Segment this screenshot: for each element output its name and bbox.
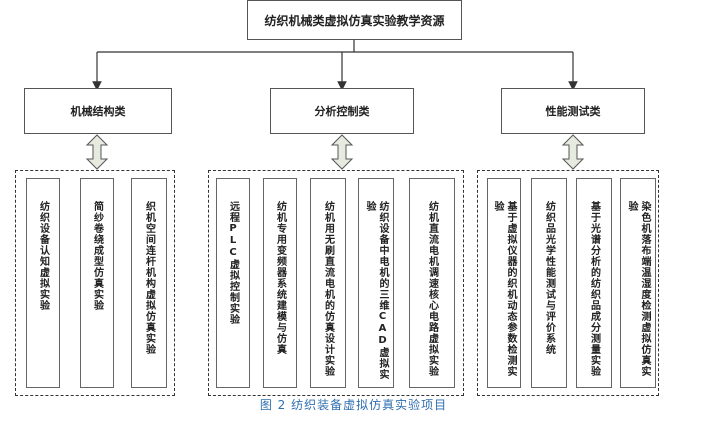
experiment-label: 基于虚拟仪器的织机动态参数检测实验 bbox=[492, 201, 516, 377]
experiment-item: 纺织设备认知虚拟实验 bbox=[26, 178, 60, 388]
experiment-item: 基于虚拟仪器的织机动态参数检测实验 bbox=[487, 178, 521, 388]
experiment-label: 纺机直流电机调速核心电路虚拟实验 bbox=[426, 201, 438, 377]
double-arrow-icon bbox=[330, 134, 354, 170]
double-arrow-icon bbox=[85, 134, 109, 170]
experiment-label: 远程PLC虚拟控制实验 bbox=[227, 201, 239, 325]
category-performance-test: 性能测试类 bbox=[501, 88, 645, 134]
experiment-item: 简纱卷绕成型仿真实验 bbox=[80, 178, 114, 388]
figure-caption: 图 2 纺织装备虚拟仿真实验项目 bbox=[259, 398, 448, 412]
experiment-label: 纺织设备中电机的三维CAD虚拟实验 bbox=[364, 201, 388, 380]
category-mechanical-structure: 机械结构类 bbox=[24, 88, 172, 134]
root-label: 纺织机械类虚拟仿真实验教学资源 bbox=[264, 13, 445, 28]
experiment-item: 纺机专用变频器系统建模与仿真 bbox=[263, 178, 297, 388]
experiment-item: 染色机落布端温湿度检测虚拟仿真实验 bbox=[620, 178, 656, 388]
experiment-label: 纺机专用变频器系统建模与仿真 bbox=[274, 201, 286, 355]
experiment-label: 纺织设备认知虚拟实验 bbox=[37, 201, 49, 311]
experiment-item: 纺机用无刷直流电机的仿真设计实验 bbox=[310, 178, 346, 388]
experiment-label: 纺机用无刷直流电机的仿真设计实验 bbox=[322, 201, 334, 377]
root-node: 纺织机械类虚拟仿真实验教学资源 bbox=[247, 0, 462, 40]
experiment-label: 基于光谱分析的纺织品成分测量实验 bbox=[588, 201, 600, 377]
experiment-label: 染色机落布端温湿度检测虚拟仿真实验 bbox=[626, 201, 650, 377]
double-arrow-icon bbox=[561, 134, 585, 170]
category-label: 分析控制类 bbox=[314, 105, 370, 118]
experiment-item: 纺织设备中电机的三维CAD虚拟实验 bbox=[358, 178, 394, 388]
experiment-item: 纺机直流电机调速核心电路虚拟实验 bbox=[409, 178, 455, 388]
category-analysis-control: 分析控制类 bbox=[270, 88, 414, 134]
experiment-item: 纺织品光学性能测试与评价系统 bbox=[531, 178, 567, 388]
category-label: 机械结构类 bbox=[70, 105, 126, 118]
experiment-label: 简纱卷绕成型仿真实验 bbox=[91, 201, 103, 311]
category-label: 性能测试类 bbox=[545, 105, 601, 118]
experiment-item: 远程PLC虚拟控制实验 bbox=[216, 178, 250, 388]
experiment-item: 基于光谱分析的纺织品成分测量实验 bbox=[576, 178, 612, 388]
experiment-label: 纺织品光学性能测试与评价系统 bbox=[543, 201, 555, 355]
experiment-item: 织机空间连杆机构虚拟仿真实验 bbox=[131, 178, 167, 388]
experiment-label: 织机空间连杆机构虚拟仿真实验 bbox=[143, 201, 155, 355]
